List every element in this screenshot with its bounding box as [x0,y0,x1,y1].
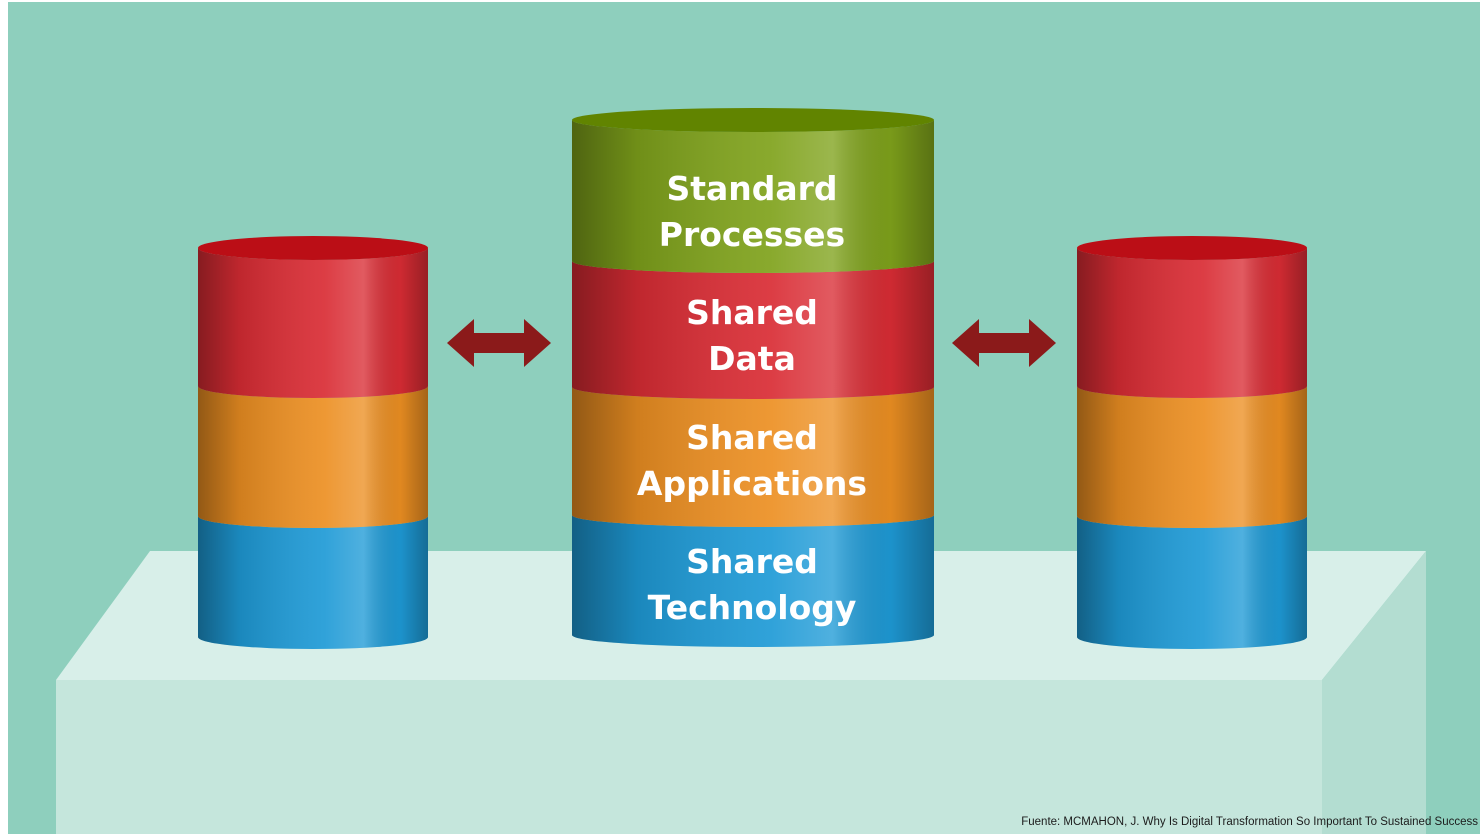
right-cylinder-segment-shading-1 [1077,386,1307,528]
right-double-arrow-icon [952,319,1056,367]
right-side-cylinder [1077,236,1307,649]
background-white-strip [0,0,8,834]
source-caption: Fuente: MCMAHON, J. Why Is Digital Trans… [1021,816,1478,828]
layer-label-standard-processes-line1: Standard [666,169,837,208]
center-cylinder-segment-shading-0 [572,120,934,273]
left-cylinder-segment-shading-1 [198,386,428,528]
center-cylinder-top-cap [572,108,934,132]
layer-label-shared-data-line1: Shared [686,293,818,332]
center-cylinder-segment-shading-1 [572,261,934,399]
center-cylinder-segment-shading-2 [572,387,934,527]
center-layer-labels: Standard Processes Shared Data Shared Ap… [637,169,867,627]
left-double-arrow-icon [447,319,551,367]
right-cylinder-top-cap [1077,236,1307,260]
layer-label-shared-applications-line2: Applications [637,464,867,503]
left-side-cylinder [198,236,428,649]
left-cylinder-segment-shading-2 [198,516,428,649]
left-cylinder-top-cap [198,236,428,260]
layer-label-shared-technology-line1: Shared [686,542,818,581]
layer-label-shared-applications-line1: Shared [686,418,818,457]
layer-label-standard-processes-line2: Processes [659,215,845,254]
platform-front [56,680,1322,834]
background-white-top-strip [0,0,1480,2]
right-cylinder-segment-shading-0 [1077,248,1307,398]
left-cylinder-segment-shading-0 [198,248,428,398]
right-cylinder-segment-shading-2 [1077,516,1307,649]
layer-label-shared-data-line2: Data [708,339,796,378]
center-cylinder-segment-shading-3 [572,515,934,647]
platform-side [1322,551,1426,834]
layer-label-shared-technology-line2: Technology [648,588,857,627]
center-cylinder [572,108,934,647]
